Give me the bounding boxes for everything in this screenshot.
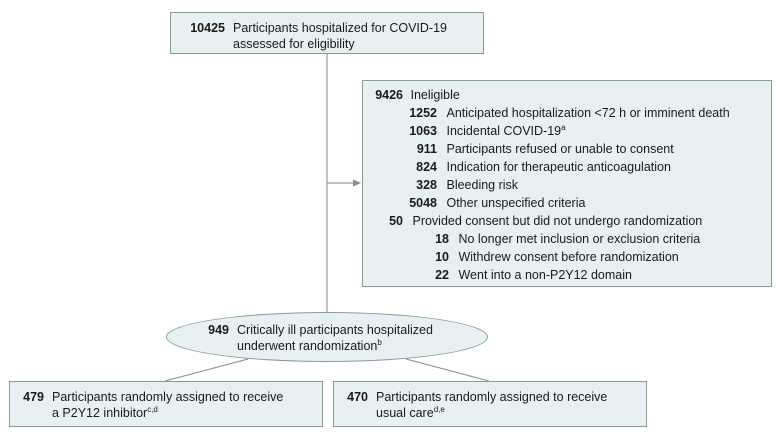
branch-line-left <box>164 358 249 382</box>
consent-reason: 22 Went into a non-P2Y12 domain <box>435 268 632 282</box>
ineligible-box: 9426 Ineligible 1252 Anticipated hospita… <box>362 80 772 287</box>
footnote-marker: b <box>377 337 382 347</box>
exclusion-arrowhead <box>353 179 361 187</box>
branch-line-right <box>405 358 490 382</box>
ineligible-reason: 824 Indication for therapeutic anticoagu… <box>416 160 671 174</box>
footnote-marker: c,d <box>147 404 158 414</box>
usual-care-line1: Participants randomly assigned to receiv… <box>376 390 608 404</box>
ineligible-reason: 911 Participants refused or unable to co… <box>416 142 674 156</box>
footnote-marker: a <box>561 122 566 132</box>
randomized-line2: underwent randomizationb <box>237 337 382 353</box>
ineligible-label: Ineligible <box>410 88 460 102</box>
ineligible-reason: 5048 Other unspecified criteria <box>409 196 586 210</box>
eligibility-line1: Participants hospitalized for COVID-19 <box>233 21 447 35</box>
p2y12-arm-box: 479 Participants randomly assigned to re… <box>9 381 323 427</box>
randomized-line1: Critically ill participants hospitalized <box>237 323 433 337</box>
p2y12-line2: a P2Y12 inhibitorc,d <box>52 404 158 420</box>
p2y12-count: 479 <box>23 390 44 404</box>
eligibility-box: 10425 Participants hospitalized for COVI… <box>170 12 484 54</box>
usual-care-line2: usual cared,e <box>376 404 445 420</box>
ineligible-header: 9426 Ineligible <box>371 87 460 103</box>
randomized-count: 949 <box>208 323 229 337</box>
p2y12-line1: Participants randomly assigned to receiv… <box>52 390 284 404</box>
eligibility-count: 10425 <box>190 21 225 35</box>
ineligible-count: 9426 <box>375 88 403 102</box>
consent-count: 50 <box>389 214 403 228</box>
eligibility-line2: assessed for eligibility <box>233 37 355 51</box>
ineligible-reason: 328 Bleeding risk <box>416 178 519 192</box>
randomization-ellipse: 949 Critically ill participants hospital… <box>166 312 488 362</box>
consent-label: Provided consent but did not undergo ran… <box>412 214 703 228</box>
consent-header: 50 Provided consent but did not undergo … <box>385 213 702 229</box>
ineligible-reason: 1063 Incidental COVID-19a <box>409 122 566 138</box>
consent-reason: 10 Withdrew consent before randomization <box>435 250 679 264</box>
usual-care-arm-box: 470 Participants randomly assigned to re… <box>333 381 647 427</box>
usual-care-count: 470 <box>347 390 368 404</box>
ineligible-reason: 1252 Anticipated hospitalization <72 h o… <box>409 106 730 120</box>
footnote-marker: d,e <box>433 404 445 414</box>
consent-reason: 18 No longer met inclusion or exclusion … <box>435 232 701 246</box>
